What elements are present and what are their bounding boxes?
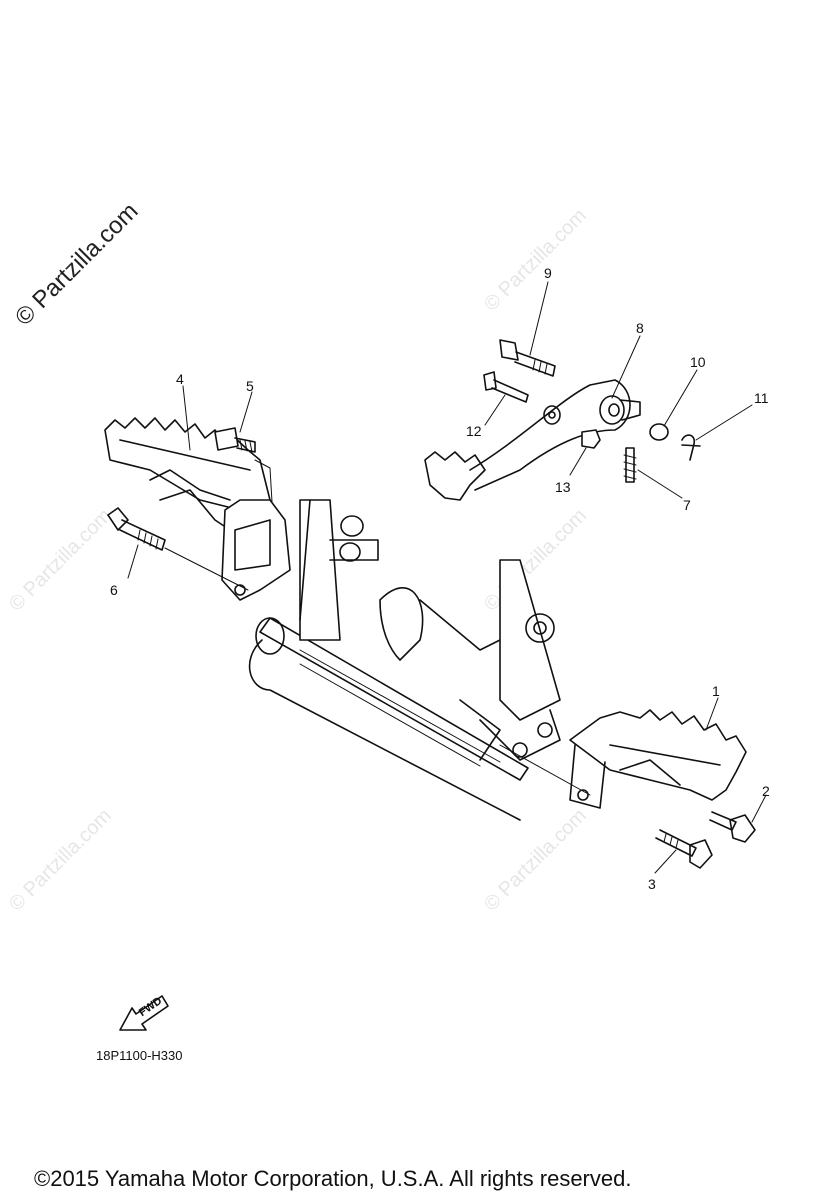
frame-rails bbox=[299, 499, 561, 761]
callout-11: 11 bbox=[754, 390, 769, 406]
callout-4: 4 bbox=[176, 371, 184, 387]
callout-9: 9 bbox=[544, 265, 552, 281]
callout-13: 13 bbox=[555, 479, 571, 495]
bolt-5 bbox=[214, 427, 256, 453]
diagram-code: 18P1100-H330 bbox=[96, 1048, 183, 1063]
spring-7 bbox=[623, 447, 637, 483]
washer-10 bbox=[649, 423, 669, 441]
left-footrest bbox=[104, 417, 291, 601]
bolt-6 bbox=[107, 507, 166, 551]
clip-11 bbox=[681, 434, 701, 461]
callout-5: 5 bbox=[246, 378, 254, 394]
bolt-9 bbox=[499, 339, 556, 377]
brake-pedal bbox=[424, 379, 641, 501]
callout-8: 8 bbox=[636, 320, 644, 336]
bolt-2 bbox=[709, 811, 756, 843]
bolt-12 bbox=[483, 371, 529, 403]
callout-1: 1 bbox=[712, 683, 720, 699]
callout-7: 7 bbox=[683, 497, 691, 513]
fwd-arrow-icon bbox=[119, 995, 169, 1031]
nut-13 bbox=[581, 429, 601, 449]
leader-lines bbox=[127, 281, 767, 874]
frame-crossbar bbox=[248, 617, 529, 821]
callout-6: 6 bbox=[110, 582, 118, 598]
copyright-notice: ©2015 Yamaha Motor Corporation, U.S.A. A… bbox=[34, 1166, 632, 1191]
right-footrest bbox=[569, 709, 747, 809]
bolt-3 bbox=[655, 829, 713, 869]
callout-2: 2 bbox=[762, 783, 770, 799]
callout-3: 3 bbox=[648, 876, 656, 892]
callout-10: 10 bbox=[690, 354, 706, 370]
callout-12: 12 bbox=[466, 423, 482, 439]
